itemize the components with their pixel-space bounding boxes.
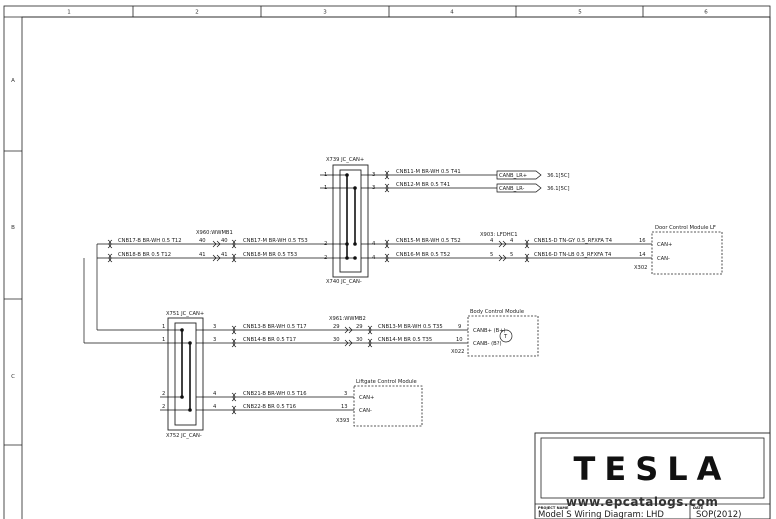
pin: 5: [490, 252, 493, 258]
tesla-logo: TESLA: [574, 450, 731, 488]
wire-cnb13m: CNB13-M BR-WH 0.5 T35: [378, 324, 443, 330]
body-can-lo: CANB- (B?): [473, 341, 502, 347]
wire-cnb18m: CNB18-M BR 0.5 T53: [243, 252, 297, 258]
liftgate-can-hi: CAN+: [359, 395, 374, 401]
liftgate-module-title: Liftgate Control Module: [356, 379, 417, 385]
grid-col-5: 5: [578, 10, 582, 16]
pin: 1: [162, 324, 165, 330]
pin: 29: [333, 324, 340, 330]
pin: 4: [213, 391, 217, 397]
x751-label: X751 JC_CAN+: [166, 311, 204, 317]
sheet-frame: [3, 5, 771, 519]
wire-cnb14b: CNB14-B BR 0.5 T17: [243, 337, 296, 343]
ref-page-2: 36.1[5C]: [547, 186, 570, 192]
liftgate-can-lo: CAN-: [359, 408, 372, 414]
body-module-title: Body Control Module: [470, 309, 524, 315]
watermark: www.epcatalogs.com: [566, 495, 718, 509]
pin: 9: [458, 324, 461, 330]
liftgate-control-module: Liftgate Control Module CAN+ CAN- 3 13 X…: [336, 379, 423, 427]
pin: 40: [199, 238, 206, 244]
ref-page-1: 36.1[5C]: [547, 173, 570, 179]
wires-row-b: [83, 239, 652, 343]
grid-col-2: 2: [195, 10, 199, 16]
pin: 1: [162, 337, 165, 343]
wire-cnb14m: CNB14-M BR 0.5 T35: [378, 337, 432, 343]
project-name-label: PROJECT NAME: [538, 506, 569, 510]
x740-label: X740 JC_CAN-: [326, 279, 362, 285]
title-block: TESLA PROJECT NAME Model S Wiring Diagra…: [534, 432, 771, 519]
body-can-hi: CANB+ (B+): [473, 328, 506, 334]
termination-label: T: [503, 334, 508, 340]
grid-col-4: 4: [450, 10, 454, 16]
wire-cnb13b: CNB13-B BR-WH 0.5 T17: [243, 324, 307, 330]
pin: 3: [344, 391, 347, 397]
pin: 5: [510, 252, 513, 258]
grid-row-b: B: [11, 225, 15, 231]
pin: 30: [333, 337, 340, 343]
x961-label: X961:WWMB2: [329, 316, 366, 322]
pin: 3: [213, 337, 216, 343]
x960-label: X960:WWMB1: [196, 230, 233, 236]
pin: 14: [639, 252, 646, 258]
grid-row-labels: A B C: [11, 78, 15, 380]
door-module-title: Door Control Module LF: [655, 225, 716, 231]
wire-cnb16d: CNB16-D TN-LB 0.5_RFXFA T4: [534, 252, 612, 258]
pin: 2: [162, 391, 165, 397]
splice-x739-x740: X739 JC_CAN+ X740 JC_CAN- 1 1 3 3 2 2 4 …: [324, 157, 376, 285]
wire-cnb16m: CNB16-M BR 0.5 T52: [396, 252, 450, 258]
wire-cnb15m: CNB15-M BR-WH 0.5 T52: [396, 238, 461, 244]
wire-cnb15d: CNB15-D TN-GY 0.5_RFXFA T4: [534, 238, 613, 244]
version: SOP(2012): [696, 510, 741, 519]
wire-cnb17b: CNB17-B BR-WH 0.5 T12: [118, 238, 182, 244]
pin: 41: [221, 252, 228, 258]
wire-cnb11: CNB11-M BR-WH 0.5 T41: [396, 169, 461, 175]
ref-canb-lr-minus: CANB_LR-: [499, 186, 524, 192]
grid-row-a: A: [11, 78, 15, 84]
grid-col-6: 6: [704, 10, 708, 16]
x752-label: X752 JC_CAN-: [166, 433, 202, 439]
grid-col-1: 1: [67, 10, 71, 16]
pin: 30: [356, 337, 363, 343]
x393-label: X393: [336, 418, 349, 424]
wire-cnb17m: CNB17-M BR-WH 0.5 T53: [243, 238, 308, 244]
pin: 4: [490, 238, 494, 244]
pin: 2: [162, 404, 165, 410]
pin: 4: [510, 238, 514, 244]
x022-label: X022: [451, 349, 464, 355]
pin: 4: [213, 404, 217, 410]
wire-cnb22: CNB22-B BR 0.5 T16: [243, 404, 296, 410]
wires-row-c: [84, 325, 468, 415]
body-control-module: Body Control Module CANB+ (B+) CANB- (B?…: [451, 309, 539, 357]
grid-row-c: C: [11, 374, 15, 380]
door-can-lo: CAN-: [657, 256, 670, 262]
pin: 10: [456, 337, 463, 343]
x903-label: X903: LFDHC1: [480, 232, 518, 238]
wire-cnb12: CNB12-M BR 0.5 T41: [396, 182, 450, 188]
wires-canb-lr: [320, 170, 542, 193]
pin: 16: [639, 238, 646, 244]
termination-icon: [499, 329, 513, 343]
project-name: Model S Wiring Diagram: LHD: [538, 510, 664, 519]
ref-canb-lr-plus: CANB_LR+: [499, 173, 527, 179]
pin: 40: [221, 238, 228, 244]
x739-label: X739 JC_CAN+: [326, 157, 364, 163]
x302-label: X302: [634, 265, 647, 271]
wire-cnb18b: CNB18-B BR 0.5 T12: [118, 252, 171, 258]
pin: 13: [341, 404, 348, 410]
pin: 41: [199, 252, 206, 258]
door-control-module: Door Control Module LF CAN+ CAN- 16 14 X…: [634, 225, 723, 275]
pin: 29: [356, 324, 363, 330]
pin: 3: [213, 324, 216, 330]
grid-col-3: 3: [323, 10, 327, 16]
wire-cnb21: CNB21-B BR-WH 0.5 T16: [243, 391, 307, 397]
door-can-hi: CAN+: [657, 242, 672, 248]
grid-column-labels: 1 2 3 4 5 6: [67, 10, 708, 16]
splice-x751-x752: X751 JC_CAN+ X752 JC_CAN- 1 1 3 3 2 2 4 …: [162, 311, 217, 439]
date-label: DATE: [693, 506, 704, 510]
